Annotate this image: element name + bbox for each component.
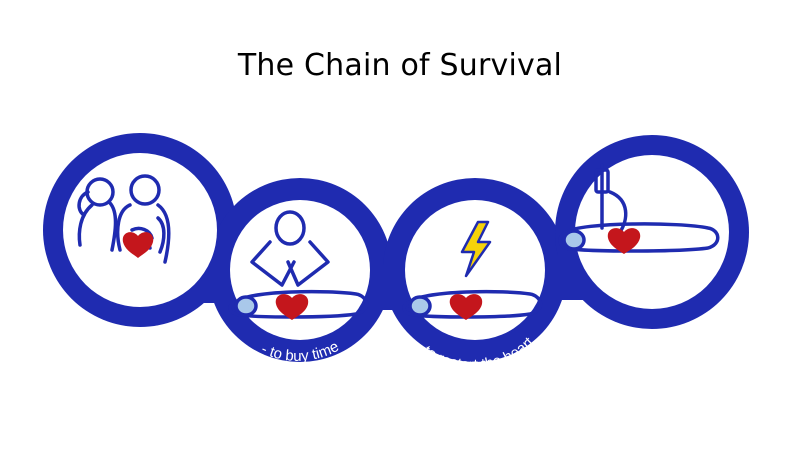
heart-icon [122, 232, 154, 258]
defibrillation-icon [402, 220, 543, 320]
lightning-bolt-icon [460, 220, 492, 278]
heart-icon [449, 294, 483, 320]
heart-icon [607, 228, 641, 254]
cpr-icon [228, 210, 369, 320]
link-4-top-text: Post resuscitation care [565, 83, 718, 132]
page-title: The Chain of Survival [237, 48, 563, 83]
post-care-icon [558, 163, 720, 254]
link-3-top-text: Early Defibrillation [398, 121, 523, 166]
heart-icon [275, 294, 309, 320]
